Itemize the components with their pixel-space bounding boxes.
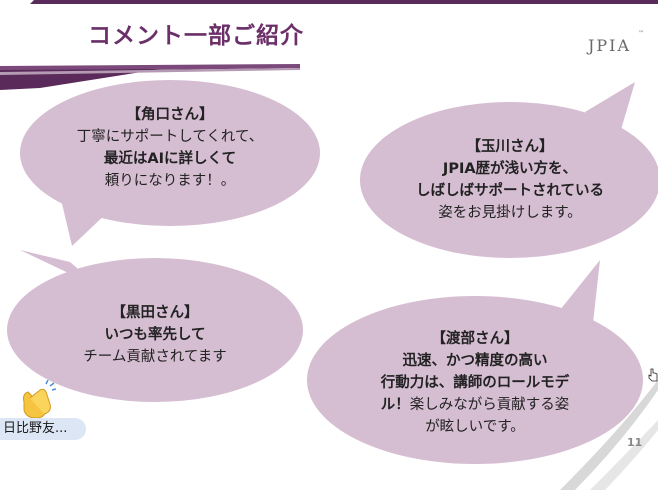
bubble-3-text: 【黒田さん】 いつも率先して チーム貢献されてます xyxy=(45,302,265,368)
clapping-hands-icon xyxy=(23,380,56,419)
page-number: 11 xyxy=(627,436,643,449)
bubble-1-line-1: 【角口さん】 xyxy=(126,107,214,123)
bubble-1-line-3: 最近はAIに詳しくて xyxy=(103,151,237,167)
bubble-1-text: 【角口さん】 丁寧にサポートしてくれて、 最近はAIに詳しくて 頼りになります！… xyxy=(60,104,280,192)
jpia-logo: JPIA xyxy=(588,36,632,55)
bubble-4-line-4-rest: 楽しみながら貢献する姿 xyxy=(409,397,570,413)
bubble-3-line-2: いつも率先して xyxy=(104,327,206,343)
bubble-3-line-1: 【黒田さん】 xyxy=(111,305,199,321)
bubble-2-line-4: 姿をお見掛けします。 xyxy=(438,205,582,221)
participant-name-tag: 日比野友... xyxy=(0,418,86,440)
bubble-2-line-2: JPIA歴が浅い方を、 xyxy=(442,161,578,177)
bubble-4-line-4-bold: ル！ xyxy=(380,397,410,413)
bubble-1-line-4: 頼りになります！。 xyxy=(104,173,236,189)
bubble-2-line-3: しばしばサポートされている xyxy=(415,183,605,199)
bubble-3-line-3: チーム貢献されてます xyxy=(83,349,227,365)
speech-bubble-2 xyxy=(360,82,658,258)
bubble-1-line-2: 丁寧にサポートしてくれて、 xyxy=(76,129,264,145)
bubble-4-text: 【渡部さん】 迅速、かつ精度の高い 行動力は、講師のロールモデ ル！楽しみながら… xyxy=(355,328,595,438)
bubble-2-line-1: 【玉川さん】 xyxy=(466,139,554,155)
bubble-4-line-4: ル！楽しみながら貢献する姿 xyxy=(355,394,595,416)
logo-trademark: ™ xyxy=(638,30,644,37)
bubble-2-text: 【玉川さん】 JPIA歴が浅い方を、 しばしばサポートされている 姿をお見掛けし… xyxy=(400,136,620,224)
bubble-4-line-5: が眩しいです。 xyxy=(425,419,525,435)
hand-cursor-icon xyxy=(648,368,658,382)
speech-bubble-4 xyxy=(307,260,643,464)
speech-bubble-1 xyxy=(20,80,320,246)
bubble-4-line-1: 【渡部さん】 xyxy=(431,331,519,347)
bubble-4-line-2: 迅速、かつ精度の高い xyxy=(402,353,548,369)
slide-title: コメント一部ご紹介 xyxy=(88,23,304,49)
bubble-4-line-3: 行動力は、講師のロールモデ xyxy=(380,375,570,391)
speech-bubble-3 xyxy=(7,250,303,402)
